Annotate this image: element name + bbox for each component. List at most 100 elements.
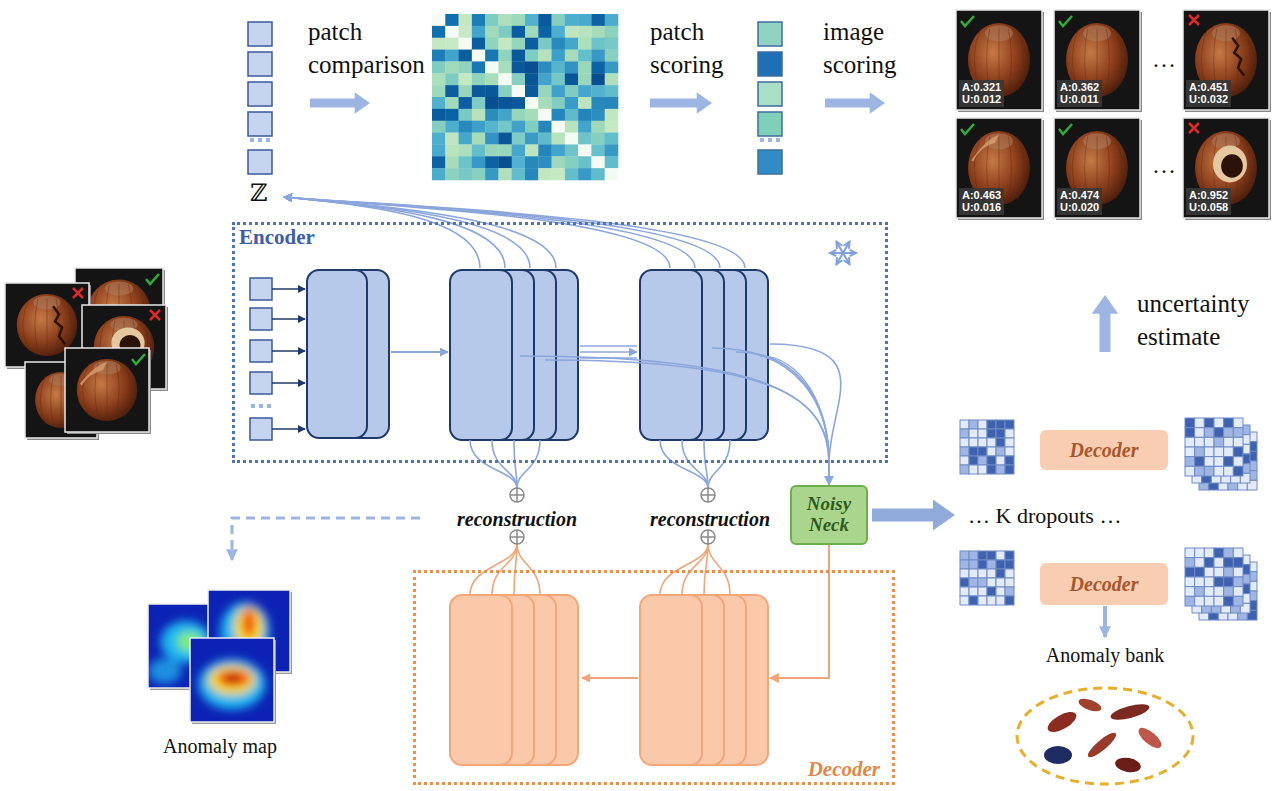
drawing-part [1195,418,1205,428]
drawing-part [701,530,715,544]
drawing-part [987,578,996,587]
drawing-part [837,257,843,264]
flow-arrow [825,92,885,114]
drawing-part [459,14,473,26]
node-text: Decoder [1070,573,1139,596]
sample-image [1054,118,1142,220]
drawing-part [498,109,512,121]
drawing-part [250,138,254,142]
drawing-part [459,144,473,156]
drawing-part [538,61,552,73]
patch-token [250,308,272,330]
drawing-part [1018,29,1024,92]
drawing-part [459,168,473,180]
drawing-part [525,156,539,168]
node-text: A:0.463 U:0.016 [959,188,1004,215]
drawing-part [591,61,605,73]
drawing-part [472,144,486,156]
drawing-part [565,121,579,133]
drawing-part [565,85,579,97]
drawing-part [1204,466,1214,476]
drawing-part [65,299,71,352]
drawing-part [1195,577,1205,587]
drawing-part [565,38,579,50]
drawing-part [1224,447,1234,457]
drawing-part [565,168,579,180]
drawing-part [432,156,446,168]
drawing-part [1224,587,1234,597]
drawing-part [1224,548,1234,558]
drawing-part [552,73,566,85]
drawing-part [969,587,978,596]
drawing-part [498,168,512,180]
drawing-part [445,50,459,62]
drawing-part [498,97,512,109]
drawing-part [960,569,969,578]
anomaly-patch [1135,724,1164,751]
drawing-part [1233,577,1243,587]
drawing-part [498,144,512,156]
decoder-region: Decoder [413,570,895,785]
scored-image: A:0.474 U:0.020 [1054,118,1140,218]
drawing-part [1224,596,1234,606]
drawing-part [1195,428,1205,438]
patch-token [758,82,782,106]
drawing-part [1214,428,1224,438]
drawing-part [472,85,486,97]
drawing-part [1005,456,1014,465]
drawing-part [565,73,579,85]
node-text: Noisy Neck [807,494,851,536]
drawing-part [1005,429,1014,438]
patch-token [248,112,272,136]
drawing-part [485,38,499,50]
drawing-part [969,560,978,569]
check-mark [1059,16,1072,26]
drawing-part [701,488,715,502]
drawing-part [1233,418,1243,428]
drawing-part [1185,447,1195,457]
signal-line [660,440,708,488]
drawing-part [1204,596,1214,606]
drawing-part [445,85,459,97]
drawing-part [1204,577,1214,587]
drawing-part [272,318,305,320]
node-text: A:0.952 U:0.058 [1186,188,1231,215]
drawing-part [512,38,526,50]
drawing-part [1005,465,1014,474]
drawing-part [190,638,274,722]
drawing-part [1224,577,1234,587]
drawing-part [969,438,978,447]
drawing-part [225,674,238,682]
drawing-part [538,26,552,38]
scored-image: A:0.451 U:0.032 [1183,10,1269,110]
drawing-part [960,447,969,456]
node-text: Encoder [239,225,315,250]
check-mark [132,354,145,364]
drawing-part [978,587,987,596]
signal-line [391,351,448,353]
drawing-part [512,133,526,145]
drawing-part [605,156,619,168]
drawing-part [472,121,486,133]
drawing-part [565,133,579,145]
drawing-part [1214,418,1224,428]
annotation-text: Anomaly bank [1046,642,1164,668]
drawing-part [1195,457,1205,467]
drawing-part [77,359,137,421]
drawing-part [445,61,459,73]
drawing-part [1185,466,1195,476]
drawing-part [1195,567,1205,577]
drawing-part [485,73,499,85]
set-symbol: ℤ [250,178,268,209]
patch-token [758,22,782,46]
flow-arrow [872,499,955,530]
drawing-part [1185,437,1195,447]
drawing-part [432,168,446,180]
patch-token [250,278,272,300]
signal-line [284,197,530,268]
drawing-part [776,138,780,142]
sample-image [65,348,151,434]
drawing-part [538,38,552,50]
signal-line [517,440,540,488]
